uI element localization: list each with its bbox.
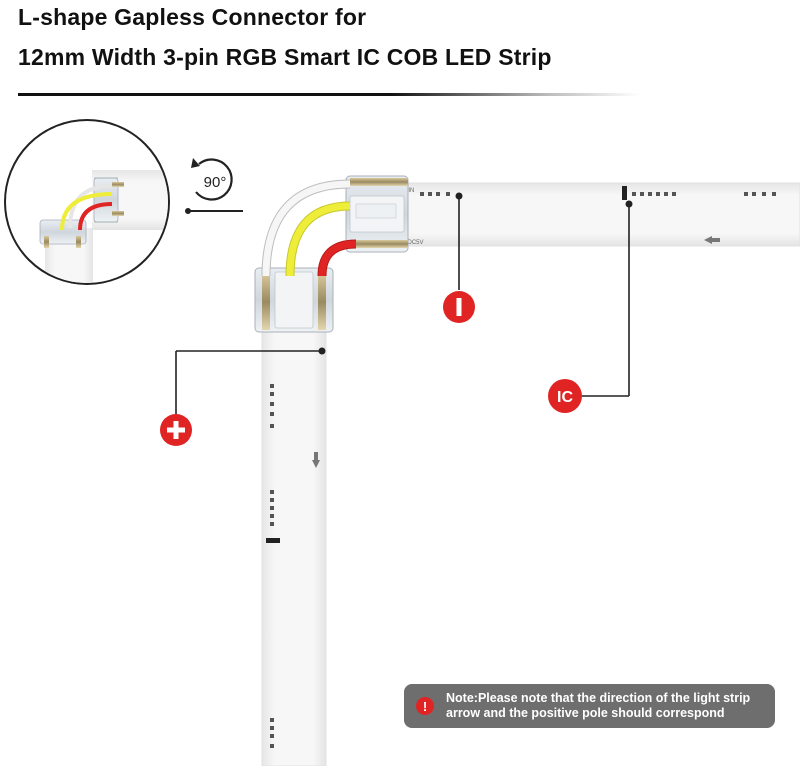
svg-text:DIN: DIN [404,188,414,194]
note-text: Note:Please note that the direction of t… [446,691,750,721]
horizontal-led-strip: +DC5V DIN [397,182,800,247]
rotation-angle-label: 90° [204,174,227,191]
polarity-note: ! Note:Please note that the direction of… [404,684,775,728]
negative-callout [443,192,475,323]
rotate-arrow-icon: 90° [191,158,233,201]
svg-text:+DC5V: +DC5V [404,240,424,246]
title-line-2: 12mm Width 3-pin RGB Smart IC COB LED St… [18,44,552,70]
positive-callout [160,347,326,446]
title-underline [18,93,640,96]
note-text-line-1: Note:Please note that the direction of t… [446,691,751,705]
corner-connector [254,175,409,333]
detail-inset [4,119,170,285]
title-line-1: L-shape Gapless Connector for [18,4,367,30]
ic-badge-label: IC [557,389,573,406]
ic-callout: IC [548,200,633,413]
vertical-led-strip [261,325,327,766]
exclamation-icon: ! [416,697,434,715]
note-text-line-2: arrow and the positive pole should corre… [446,706,725,720]
